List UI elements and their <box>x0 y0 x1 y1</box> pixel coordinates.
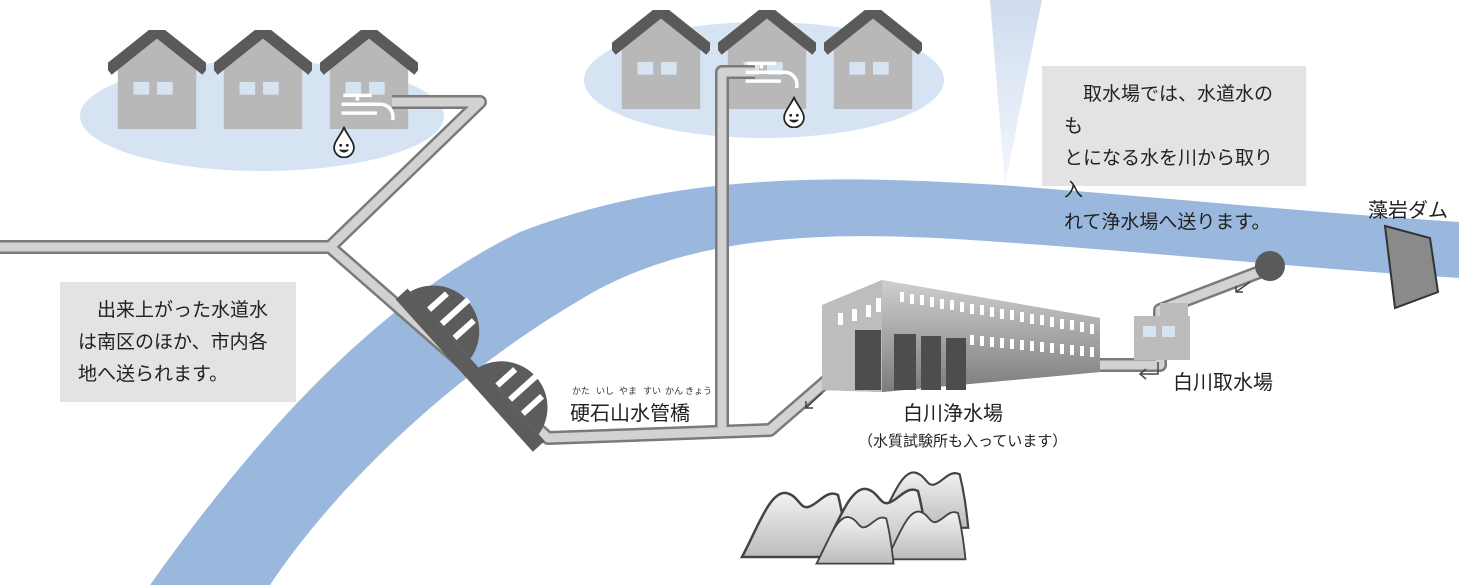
intake-point-icon <box>1255 251 1285 281</box>
flow-arrow-icon <box>1235 281 1251 293</box>
dam-icon <box>1383 224 1440 310</box>
note-line: は南区のほか、市内各 <box>78 331 268 353</box>
treatment-plant-label: 白川浄水場 <box>903 401 1003 425</box>
flow-arrow-icon <box>804 392 823 409</box>
bridge-ruby: いし <box>596 387 615 397</box>
intake-station-label: 白川取水場 <box>1173 370 1273 394</box>
pipe-bridge-icon <box>395 285 548 452</box>
intake-station-building <box>1134 303 1190 360</box>
note-line: 地へ送られます。 <box>78 363 229 385</box>
bridge-ruby: きょう <box>685 387 713 397</box>
note-line: 出来上がった水道水 <box>97 299 269 321</box>
river <box>150 179 1459 585</box>
intake-explanation-note: 取水場では、水道水のも とになる水を川から取り入 れて浄水場へ送ります。 <box>1042 66 1306 233</box>
window-row <box>900 292 1094 357</box>
bridge-ruby: かた <box>572 387 591 397</box>
house-icon <box>824 11 922 109</box>
bridge-label: 硬石山水管橋 <box>570 401 690 425</box>
delivery-explanation-note: 出来上がった水道水 は南区のほか、市内各 地へ送られます。 <box>60 282 296 402</box>
treatment-plant-building <box>822 280 1100 392</box>
note-line: 取水場では、水道水のも <box>1064 83 1274 137</box>
treatment-plant-sublabel: （水質試験所も入っています） <box>858 432 1068 450</box>
dam-label: 藻岩ダム <box>1368 198 1448 222</box>
bridge-ruby: やま <box>619 387 638 397</box>
house-icon <box>612 11 710 109</box>
bridge-ruby: かん <box>665 387 684 397</box>
house-icon <box>108 31 206 129</box>
flow-arrow-icon <box>1138 362 1159 380</box>
note-line: とになる水を川から取り入 <box>1064 147 1274 201</box>
note-line: れて浄水場へ送ります。 <box>1064 211 1271 233</box>
bridge-ruby: すい <box>643 387 662 397</box>
house-icon <box>214 31 312 129</box>
callout-beam <box>990 0 1042 185</box>
